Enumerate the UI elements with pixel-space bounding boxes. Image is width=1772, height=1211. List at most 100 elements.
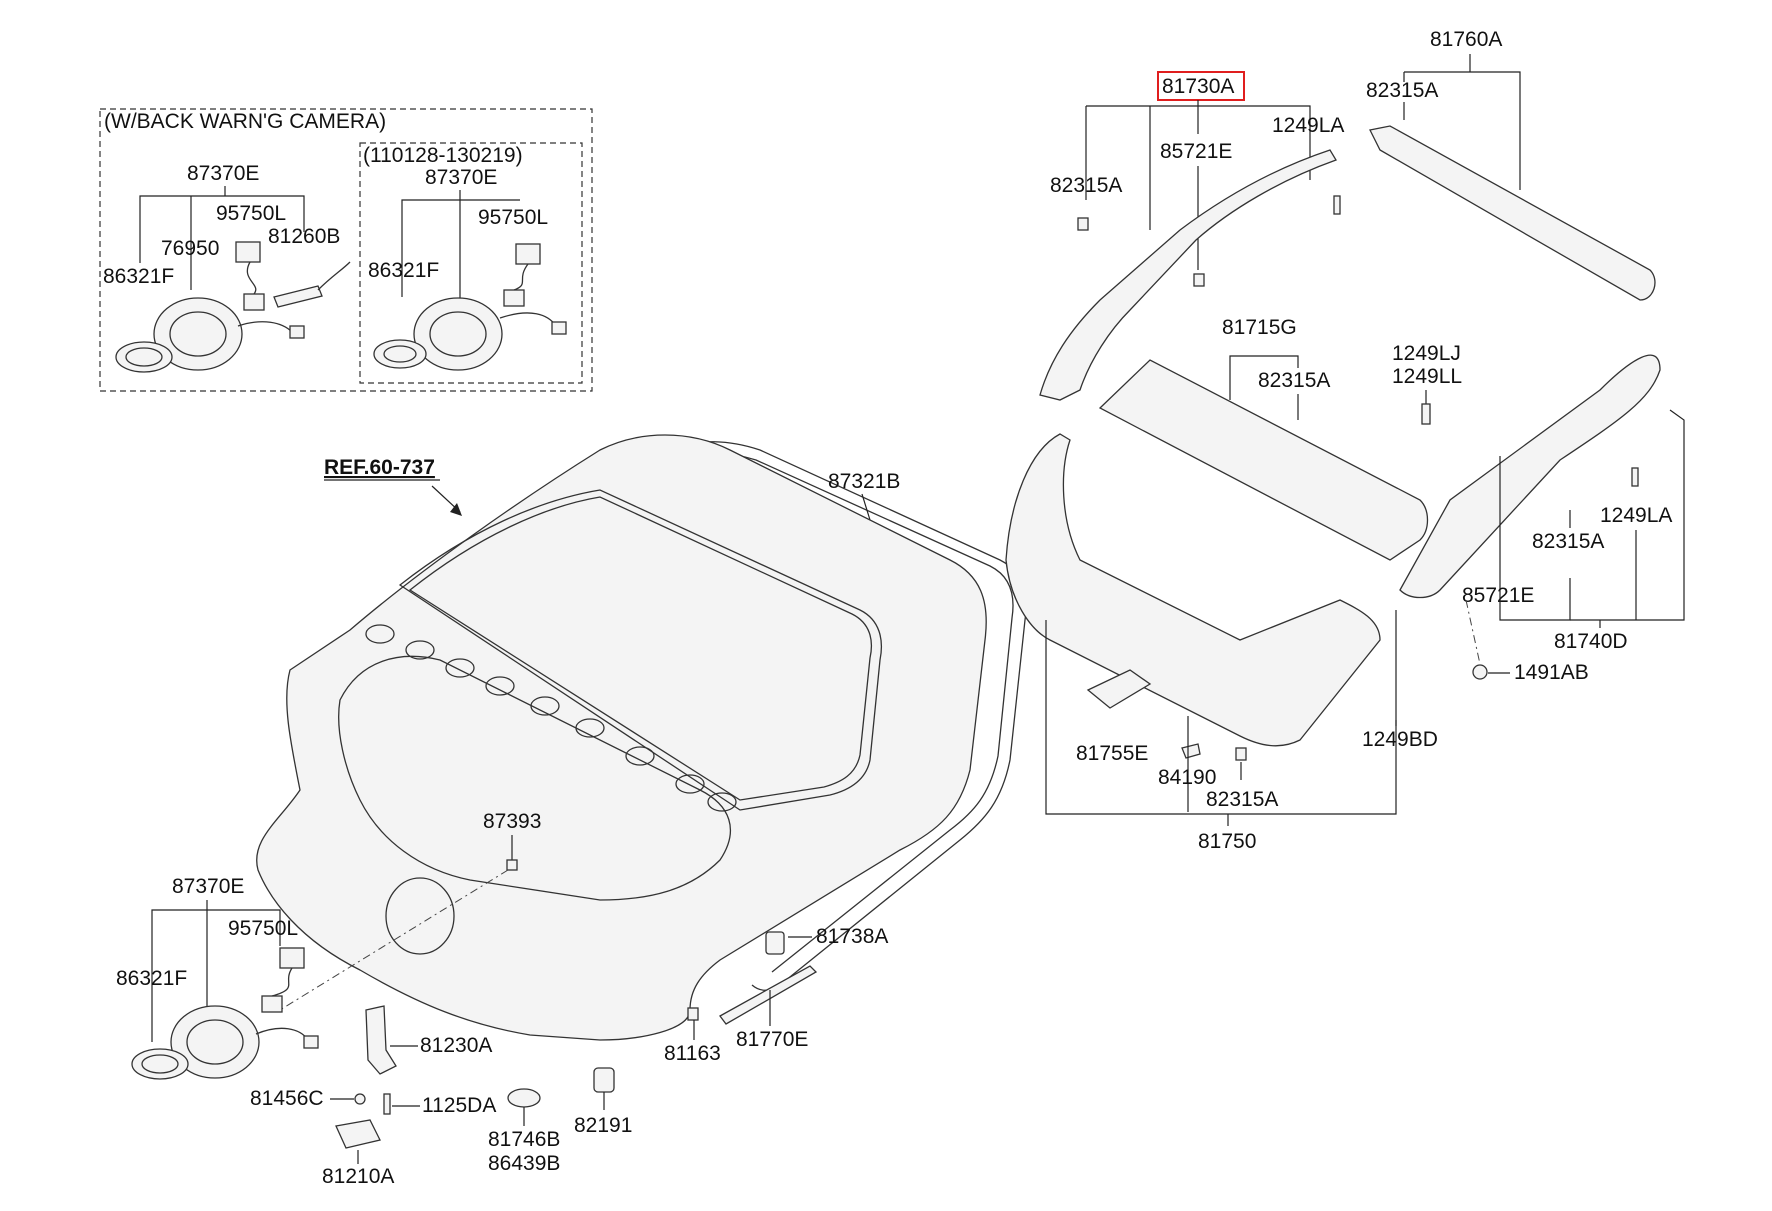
camera-housing-b-inner [429,311,487,357]
label-82315A-a[interactable]: 82315A [1366,79,1438,102]
bumper-82191 [593,1067,615,1093]
label-82315A-d[interactable]: 82315A [1532,530,1604,553]
ref-arrowhead [450,503,462,516]
label-81760A[interactable]: 81760A [1430,28,1502,51]
label-81770E[interactable]: 81770E [736,1028,808,1051]
camera-lens-b [503,289,525,307]
label-1249BD[interactable]: 1249BD [1362,728,1438,751]
part-1125DA [383,1093,391,1115]
bracket-wire [317,261,351,291]
glass-opening [398,489,883,811]
label-87393[interactable]: 87393 [483,810,541,833]
label-81230A[interactable]: 81230A [420,1034,492,1057]
part-81755E [1086,669,1152,709]
camera-option-group: (W/BACK WARN'G CAMERA) (110128-130219) 8… [99,108,593,392]
label-87370E-c[interactable]: 87370E [172,875,244,898]
glass-opening-inner [408,496,873,801]
leader-81715G [1229,355,1299,400]
label-81715G[interactable]: 81715G [1222,316,1297,339]
bumper-81738A [765,931,785,955]
camera-housing-c [170,1005,260,1079]
label-87321B[interactable]: 87321B [828,470,900,493]
label-1249LA-a[interactable]: 1249LA [1272,114,1344,137]
leader-81740D-frame [1570,409,1685,621]
label-81755E[interactable]: 81755E [1076,742,1148,765]
label-76950[interactable]: 76950 [161,237,219,260]
camera-module-b [515,243,541,265]
label-81456C[interactable]: 81456C [250,1087,324,1110]
camera-lens-c [261,995,283,1013]
label-85721E-b[interactable]: 85721E [1462,584,1534,607]
label-1249LJ[interactable]: 1249LJ [1392,342,1461,365]
label-82191[interactable]: 82191 [574,1114,632,1137]
label-82315A-c[interactable]: 82315A [1258,369,1330,392]
camera-lens-a [243,293,265,311]
label-81260B[interactable]: 81260B [268,225,340,248]
mounting-hole-6 [575,718,605,738]
label-95750L-a[interactable]: 95750L [216,202,286,225]
camera-housing-a-inner [169,311,227,357]
leader-87370E-a [139,195,305,263]
camera-housing-a [153,297,243,371]
label-82315A-e[interactable]: 82315A [1206,788,1278,811]
camera-wire-a [246,261,257,295]
ref-label[interactable]: REF.60-737 [324,456,435,479]
camera-connector-a [289,325,305,339]
label-81730A[interactable]: 81730A [1162,75,1234,98]
label-86321F-b[interactable]: 86321F [368,259,439,282]
emblem-c-inner [141,1054,179,1074]
label-86439B[interactable]: 86439B [488,1152,560,1175]
tailgate-panel [256,434,987,1041]
emblem-a-inner [125,347,163,367]
emblem-opening [385,877,455,955]
leader-87321B [861,493,871,521]
trim-81730A [1039,149,1337,401]
camera-housing-b [413,297,503,371]
part-81746B [507,1088,541,1108]
trim-81715G [1098,359,1429,561]
camera-wire-c [271,967,293,997]
leader-81750-frame [1045,610,1397,815]
label-95750L-b[interactable]: 95750L [478,206,548,229]
mounting-hole-7 [625,746,655,766]
label-87370E-b[interactable]: 87370E [425,166,497,189]
label-87370E-a[interactable]: 87370E [187,162,259,185]
label-81750[interactable]: 81750 [1198,830,1256,853]
strut-81770E [719,965,818,1025]
label-86321F-c[interactable]: 86321F [116,967,187,990]
label-84190[interactable]: 84190 [1158,766,1216,789]
label-81738A[interactable]: 81738A [816,925,888,948]
leader-81760A [1404,71,1521,190]
camera-period-label: (110128-130219) [363,144,523,167]
part-1249LJ [1421,403,1431,425]
part-85721E-a [1193,273,1205,287]
label-82315A-b[interactable]: 82315A [1050,174,1122,197]
label-95750L-c[interactable]: 95750L [228,917,298,940]
camera-wire-b [513,263,529,291]
mounting-hole-4 [485,676,515,696]
camera-module-c [279,947,305,969]
label-81163[interactable]: 81163 [664,1042,721,1065]
label-1249LA-b[interactable]: 1249LA [1600,504,1672,527]
bracket-81260B [273,285,323,308]
label-86321F-a[interactable]: 86321F [103,265,174,288]
centerline-87393 [279,869,509,1011]
part-84190 [1181,743,1201,759]
leader-87370E-b [401,199,520,297]
label-1125DA[interactable]: 1125DA [422,1094,496,1117]
camera-option-box [99,108,593,392]
centerline-1491AB [1465,599,1481,665]
camera-housing-c-inner [186,1019,244,1065]
label-85721E-a[interactable]: 85721E [1160,140,1232,163]
camera-cable-c [255,1027,309,1041]
trim-81760A [1369,125,1656,301]
label-81740D[interactable]: 81740D [1554,630,1628,653]
label-1249LL[interactable]: 1249LL [1392,365,1462,388]
trim-81750 [1005,433,1381,747]
mounting-hole-5 [530,696,560,716]
latch-81230A [365,1005,397,1075]
label-81746B[interactable]: 81746B [488,1128,560,1151]
label-81210A[interactable]: 81210A [322,1165,394,1188]
label-1491AB[interactable]: 1491AB [1514,661,1589,684]
